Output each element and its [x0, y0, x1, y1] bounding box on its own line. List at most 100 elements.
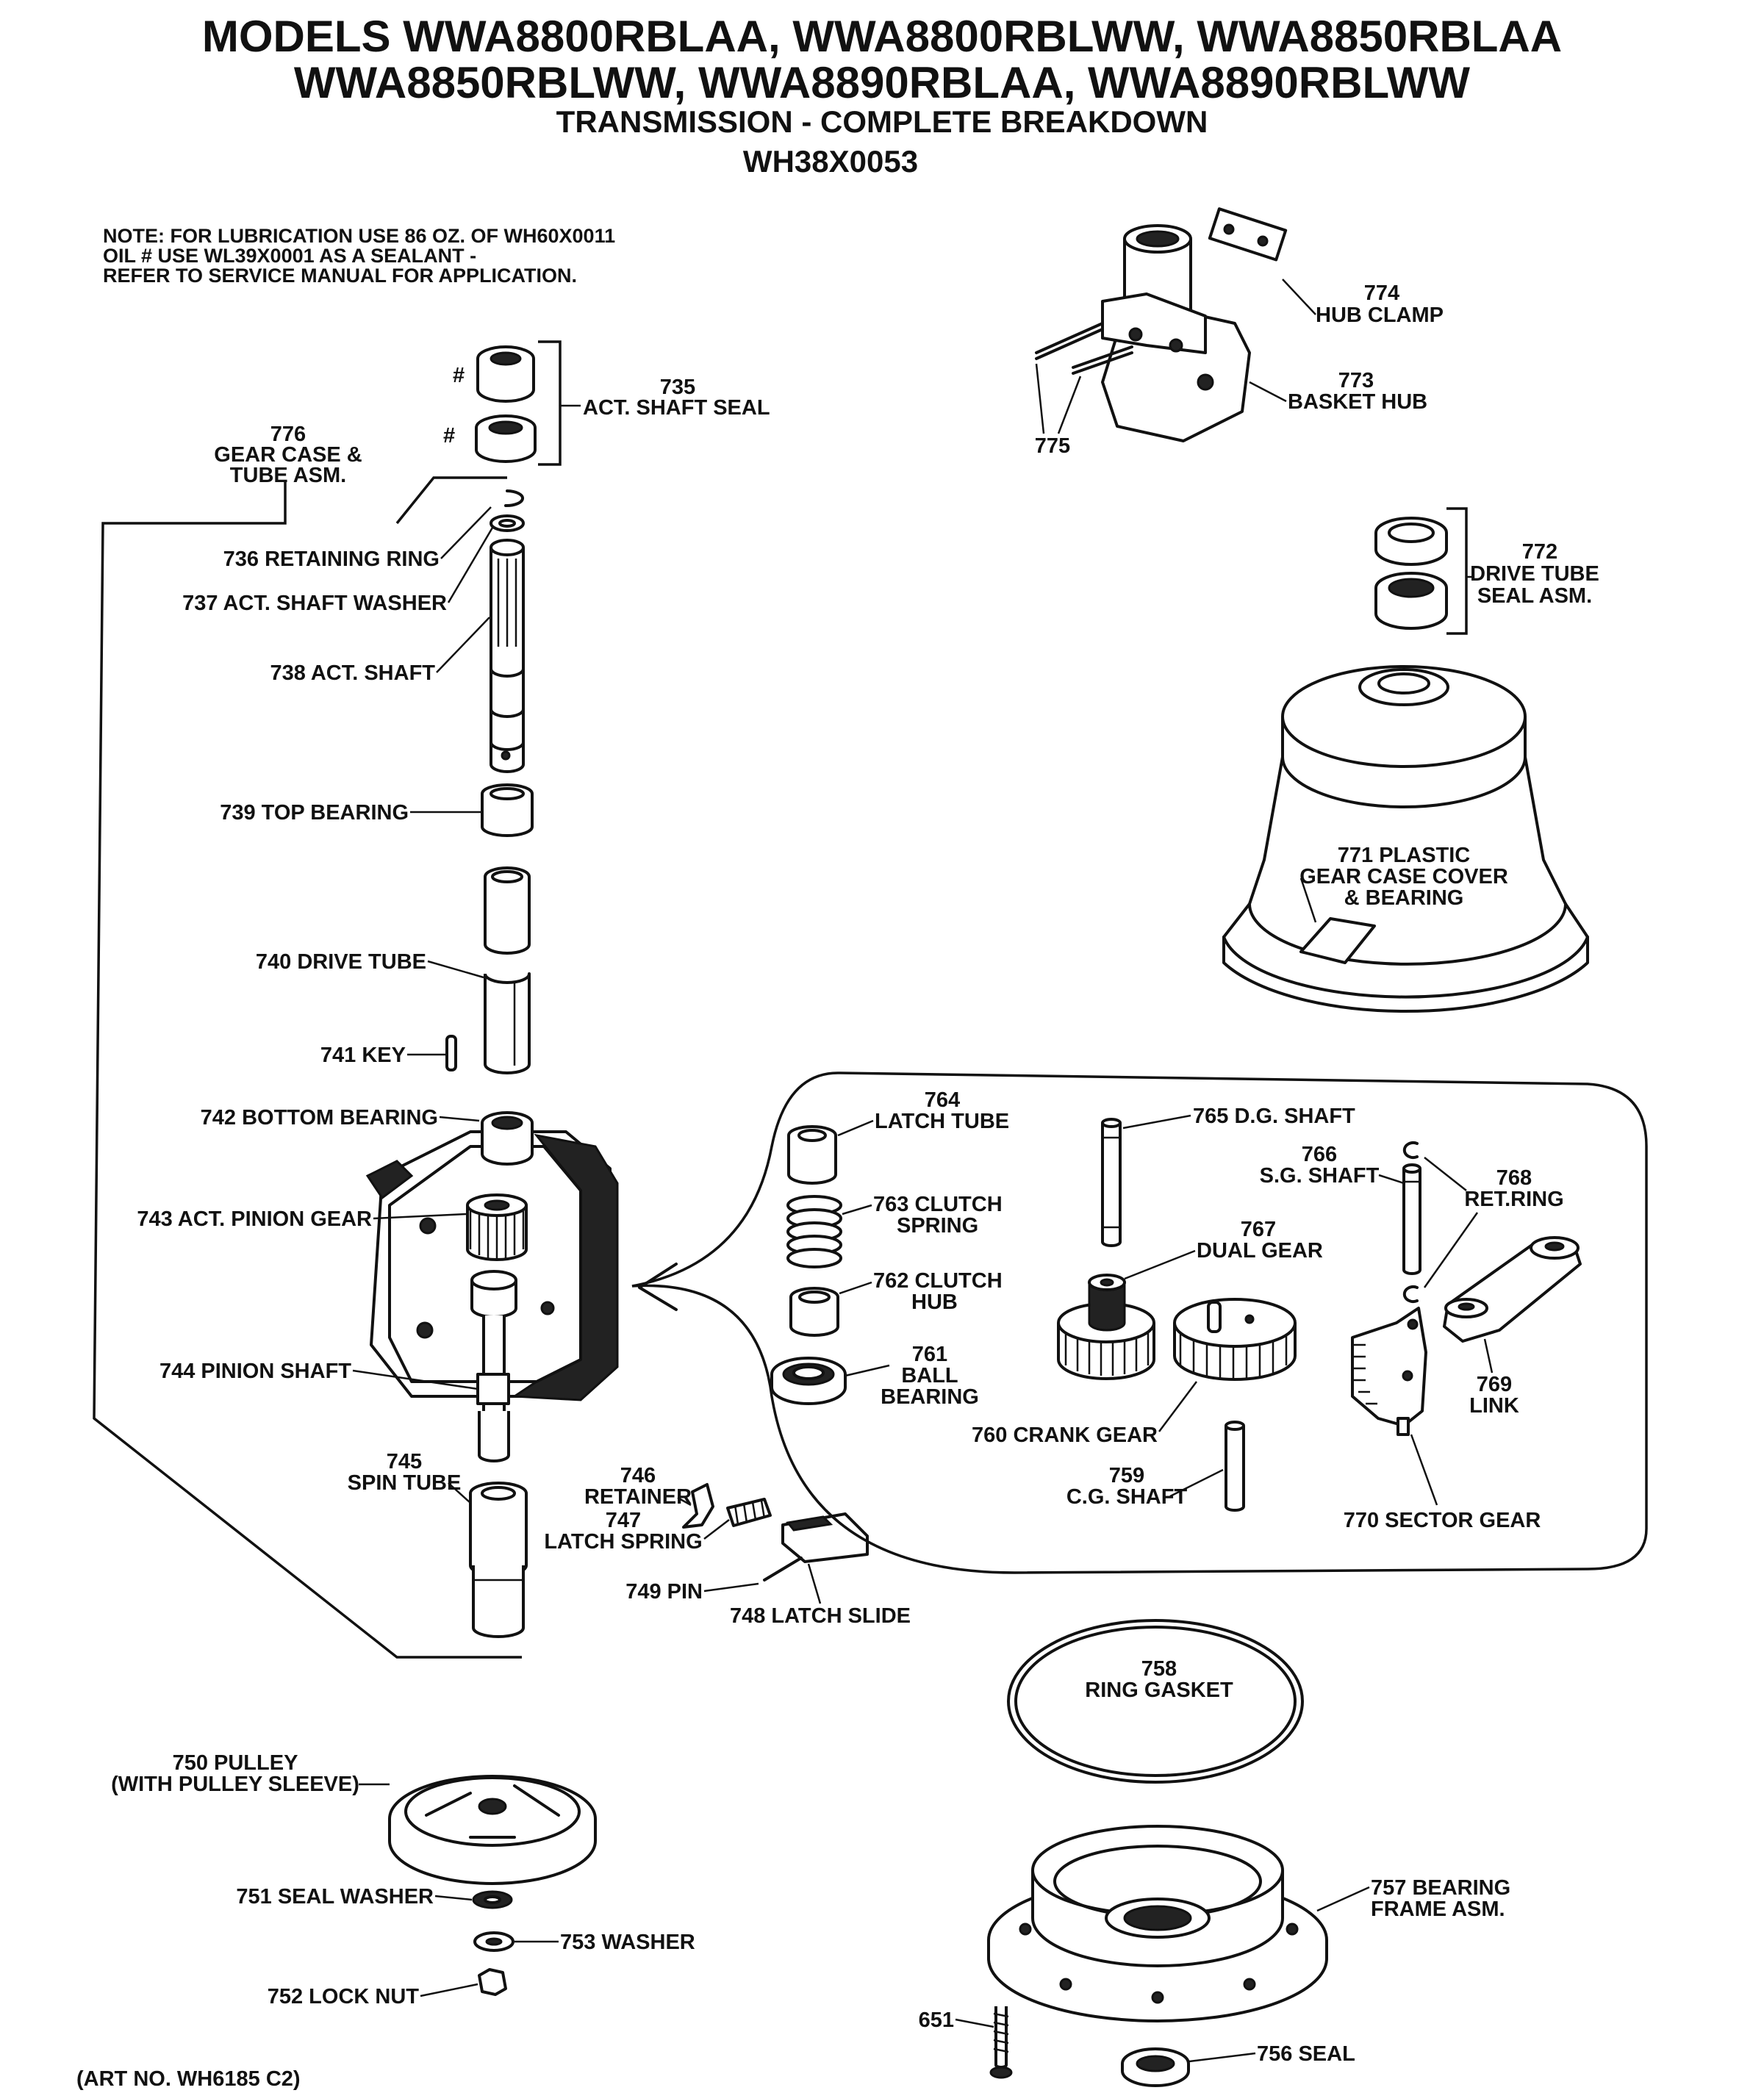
screw-651-part [989, 2006, 1013, 2079]
dual-gear-part [1057, 1274, 1155, 1380]
label-770: 770 SECTOR GEAR [1344, 1509, 1541, 1532]
art-number: (ART NO. WH6185 C2) [76, 2067, 301, 2091]
subtitle: TRANSMISSION - COMPLETE BREAKDOWN [556, 104, 1208, 139]
label-759-number: 759 [1109, 1464, 1144, 1487]
bearing-frame-part [987, 1825, 1328, 2022]
label-735-name: ACT. SHAFT SEAL [583, 396, 770, 420]
label-735-number: 735 [660, 376, 695, 399]
label-774-number: 774 [1364, 281, 1399, 305]
seal-mark-2: # [443, 424, 455, 448]
link-part [1443, 1236, 1582, 1343]
label-757-line1: 757 BEARING [1371, 1876, 1510, 1900]
seal-mark-1: # [453, 364, 465, 387]
drive-tube-seal-part [1374, 507, 1473, 635]
label-747-number: 747 [606, 1509, 641, 1532]
label-758-number: 758 [1141, 1657, 1177, 1681]
crank-gear-part [1173, 1298, 1297, 1381]
sector-gear-part [1351, 1307, 1427, 1436]
label-750-line2: (WITH PULLEY SLEEVE) [111, 1773, 359, 1796]
label-776-number: 776 [270, 423, 306, 446]
label-744: 744 PINION SHAFT [159, 1360, 351, 1383]
clutch-spring-part [786, 1195, 842, 1268]
act-shaft-seal-part [475, 340, 581, 466]
label-748: 748 LATCH SLIDE [730, 1604, 911, 1628]
label-741: 741 KEY [320, 1044, 406, 1067]
pulley-group [388, 1775, 597, 1996]
label-745-name: SPIN TUBE [348, 1471, 462, 1495]
label-651: 651 [919, 2008, 954, 2032]
title-line-1: MODELS WWA8800RBLAA, WWA8800RBLWW, WWA88… [202, 12, 1562, 61]
seal-756-part [1121, 2047, 1190, 2087]
label-758-name: RING GASKET [1085, 1679, 1233, 1702]
label-768-number: 768 [1496, 1166, 1532, 1190]
label-764-number: 764 [925, 1088, 960, 1112]
label-761-line1: BALL [901, 1364, 958, 1387]
header: MODELS WWA8800RBLAA, WWA8800RBLWW, WWA88… [202, 12, 1562, 179]
note-line-2: OIL # USE WL39X0001 AS A SEALANT - [103, 245, 476, 267]
label-761-line2: BEARING [881, 1385, 979, 1409]
label-739: 739 TOP BEARING [220, 801, 409, 825]
label-747-name: LATCH SPRING [544, 1530, 702, 1554]
gear-case-assembly-outline [93, 481, 522, 1659]
lubrication-note: NOTE: FOR LUBRICATION USE 86 OZ. OF WH60… [103, 225, 615, 287]
label-762-line1: 762 CLUTCH [873, 1269, 1003, 1293]
label-751: 751 SEAL WASHER [236, 1885, 434, 1909]
spin-tube-part [469, 1482, 528, 1638]
label-746-name: RETAINER [584, 1485, 692, 1509]
label-771-line2: GEAR CASE COVER [1299, 865, 1508, 888]
label-743: 743 ACT. PINION GEAR [137, 1207, 372, 1231]
note-line-1: NOTE: FOR LUBRICATION USE 86 OZ. OF WH60… [103, 225, 615, 247]
label-766-name: S.G. SHAFT [1260, 1164, 1380, 1188]
label-771-line3: & BEARING [1344, 886, 1464, 910]
label-756: 756 SEAL [1257, 2042, 1355, 2066]
label-764-name: LATCH TUBE [875, 1110, 1009, 1133]
label-746-number: 746 [620, 1464, 656, 1487]
label-737: 737 ACT. SHAFT WASHER [182, 592, 447, 615]
cg-shaft-part [1225, 1421, 1245, 1512]
label-761-number: 761 [912, 1343, 947, 1366]
label-759-name: C.G. SHAFT [1066, 1485, 1188, 1509]
label-763-line2: SPRING [897, 1214, 978, 1238]
label-774-name: HUB CLAMP [1316, 304, 1444, 327]
label-776-line1: GEAR CASE & [214, 443, 362, 467]
label-773-name: BASKET HUB [1288, 390, 1427, 414]
label-738: 738 ACT. SHAFT [270, 661, 435, 685]
latch-parts [682, 1483, 869, 1582]
label-776-line2: TUBE ASM. [230, 464, 346, 487]
label-772-number: 772 [1522, 540, 1557, 564]
sg-shaft-part [1402, 1141, 1421, 1303]
label-765: 765 D.G. SHAFT [1193, 1105, 1355, 1128]
label-773-number: 773 [1338, 369, 1374, 392]
gear-detail-bubble [631, 1071, 1648, 1574]
latch-tube-part [787, 1125, 837, 1185]
label-752: 752 LOCK NUT [268, 1985, 420, 2008]
title-line-2: WWA8850RBLWW, WWA8890RBLAA, WWA8890RBLWW [294, 58, 1471, 107]
label-767-name: DUAL GEAR [1197, 1239, 1323, 1263]
note-line-3: REFER TO SERVICE MANUAL FOR APPLICATION. [103, 265, 577, 287]
label-772-line1: DRIVE TUBE [1470, 562, 1599, 586]
gear-case-cover-part [1222, 665, 1589, 1013]
label-760: 760 CRANK GEAR [972, 1424, 1158, 1447]
label-769-number: 769 [1477, 1373, 1512, 1396]
label-762-line2: HUB [911, 1290, 958, 1314]
label-745-number: 745 [387, 1450, 422, 1473]
label-768-name: RET.RING [1464, 1188, 1563, 1211]
label-763-line1: 763 CLUTCH [873, 1193, 1003, 1216]
label-766-number: 766 [1302, 1143, 1337, 1166]
kit-number: WH38X0053 [743, 144, 918, 179]
label-772-line2: SEAL ASM. [1477, 584, 1592, 608]
label-767-number: 767 [1241, 1218, 1276, 1241]
ball-bearing-part [770, 1357, 847, 1405]
basket-hub-group [1035, 207, 1288, 442]
label-742: 742 BOTTOM BEARING [201, 1106, 438, 1130]
label-749: 749 PIN [625, 1580, 703, 1604]
label-753: 753 WASHER [560, 1931, 695, 1954]
clutch-hub-part [789, 1287, 839, 1337]
gear-case-body [365, 1111, 619, 1462]
ring-gasket-part [1007, 1619, 1304, 1784]
label-757-line2: FRAME ASM. [1371, 1898, 1505, 1921]
label-771-line1: 771 PLASTIC [1338, 844, 1471, 867]
act-shaft-stack [445, 489, 534, 1074]
label-740: 740 DRIVE TUBE [256, 950, 426, 974]
